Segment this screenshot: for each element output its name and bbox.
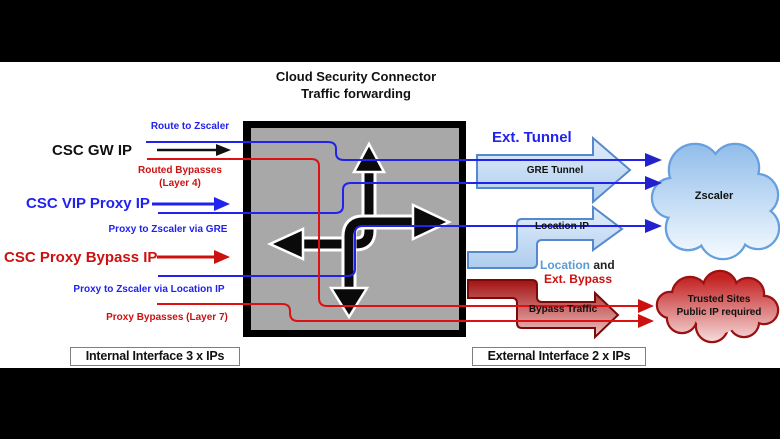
trusted-sites-label: Trusted Sites [687, 294, 751, 305]
proxy-via-gre-label: Proxy to Zscaler via GRE [108, 224, 228, 235]
routed-bypasses-label: Routed Bypasses [138, 165, 222, 176]
routed-bypasses-layer4-label: (Layer 4) [159, 178, 201, 189]
zscaler-cloud [650, 142, 780, 261]
diagram-title-line2: Traffic forwarding [301, 86, 411, 101]
bypass-traffic-label: Bypass Traffic [528, 304, 598, 315]
location-and-label: Location and [540, 258, 615, 272]
zscaler-cloud-label: Zscaler [694, 190, 734, 202]
gre-tunnel-label: GRE Tunnel [526, 165, 584, 176]
proxy-bypass-arrow [157, 250, 230, 264]
right-down-traffic-path [328, 203, 452, 320]
ext-tunnel-label: Ext. Tunnel [492, 129, 572, 146]
gw-arrow [157, 144, 231, 156]
internal-interface-label: Internal Interface 3 x IPs [70, 347, 240, 366]
proxy-gre-line [158, 182, 646, 214]
and-word: and [590, 258, 615, 272]
red-bypass-lines [147, 158, 640, 322]
ext-bypass-label: Ext. Bypass [543, 272, 613, 286]
location-ip-arrow [467, 204, 624, 269]
right-arrowhead-icon [411, 203, 452, 241]
external-interface-label: External Interface 2 x IPs [472, 347, 646, 366]
csc-proxy-bypass-ip-label: CSC Proxy Bypass IP [4, 249, 158, 266]
proxy-bypass-line [157, 303, 640, 322]
trusted-sites-cloud [655, 269, 780, 344]
csc-vip-proxy-ip-label: CSC VIP Proxy IP [26, 195, 150, 212]
csc-gw-ip-label: CSC GW IP [52, 142, 133, 159]
up-arrowhead-icon [351, 141, 387, 174]
public-ip-required-label: Public IP required [676, 307, 762, 318]
route-to-zscaler-label: Route to Zscaler [150, 121, 230, 132]
location-ip-label: Location IP [535, 221, 589, 232]
vip-arrow [152, 197, 230, 211]
route-to-zscaler-line [146, 141, 646, 161]
proxy-location-line [158, 225, 646, 277]
left-arrowhead-icon [266, 227, 305, 261]
red-line-arrowheads [638, 299, 654, 328]
blue-line-arrowheads [645, 153, 662, 233]
bypass-traffic-arrow [467, 279, 620, 340]
down-arrowhead-icon [328, 286, 370, 320]
location-word: Location [540, 258, 590, 272]
diagram-title-line1: Cloud Security Connector [275, 69, 437, 84]
proxy-via-location-label: Proxy to Zscaler via Location IP [73, 284, 225, 295]
gre-tunnel-arrow [476, 135, 632, 205]
blue-route-lines [146, 141, 646, 277]
proxy-bypasses-l7-label: Proxy Bypasses (Layer 7) [106, 312, 228, 323]
routed-bypass-line [147, 158, 640, 307]
